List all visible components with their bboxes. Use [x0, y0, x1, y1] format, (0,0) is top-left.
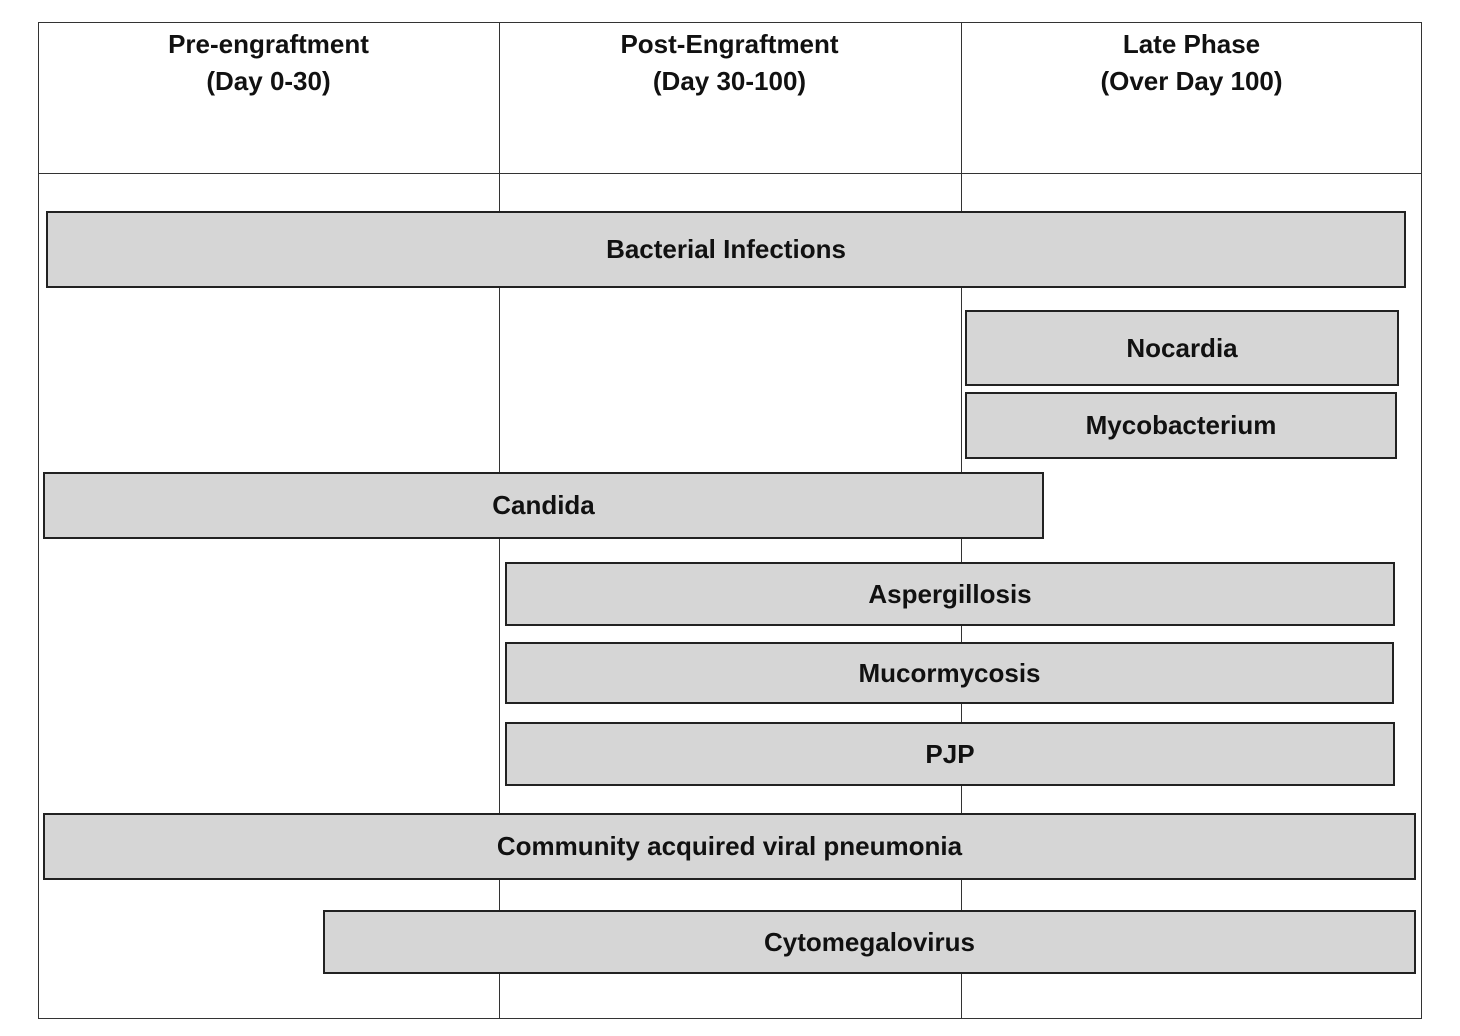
- phase-header-post-engraftment: Post-Engraftment (Day 30-100): [499, 26, 960, 100]
- bar-nocardia: Nocardia: [965, 310, 1399, 386]
- phase-title: Late Phase: [1122, 29, 1261, 59]
- phase-range: (Over Day 100): [1100, 66, 1283, 96]
- phase-header-late-phase: Late Phase (Over Day 100): [961, 26, 1422, 100]
- bar-mucormycosis: Mucormycosis: [505, 642, 1394, 704]
- bar-cytomegalovirus: Cytomegalovirus: [323, 910, 1416, 974]
- phase-title: Pre-engraftment: [168, 29, 369, 59]
- bar-candida: Candida: [43, 472, 1044, 539]
- diagram-frame: [38, 22, 1422, 1019]
- phase-range: (Day 30-100): [652, 66, 807, 96]
- bar-bacterial-infections: Bacterial Infections: [46, 211, 1406, 288]
- phase-range: (Day 0-30): [206, 66, 331, 96]
- bar-pjp: PJP: [505, 722, 1395, 786]
- bar-aspergillosis: Aspergillosis: [505, 562, 1395, 626]
- bar-community-acquired-viral-pneumonia: Community acquired viral pneumonia: [43, 813, 1416, 880]
- phase-title: Post-Engraftment: [620, 29, 839, 59]
- phase-header-pre-engraftment: Pre-engraftment (Day 0-30): [38, 26, 499, 100]
- bar-mycobacterium: Mycobacterium: [965, 392, 1397, 459]
- header-row: [38, 22, 1422, 174]
